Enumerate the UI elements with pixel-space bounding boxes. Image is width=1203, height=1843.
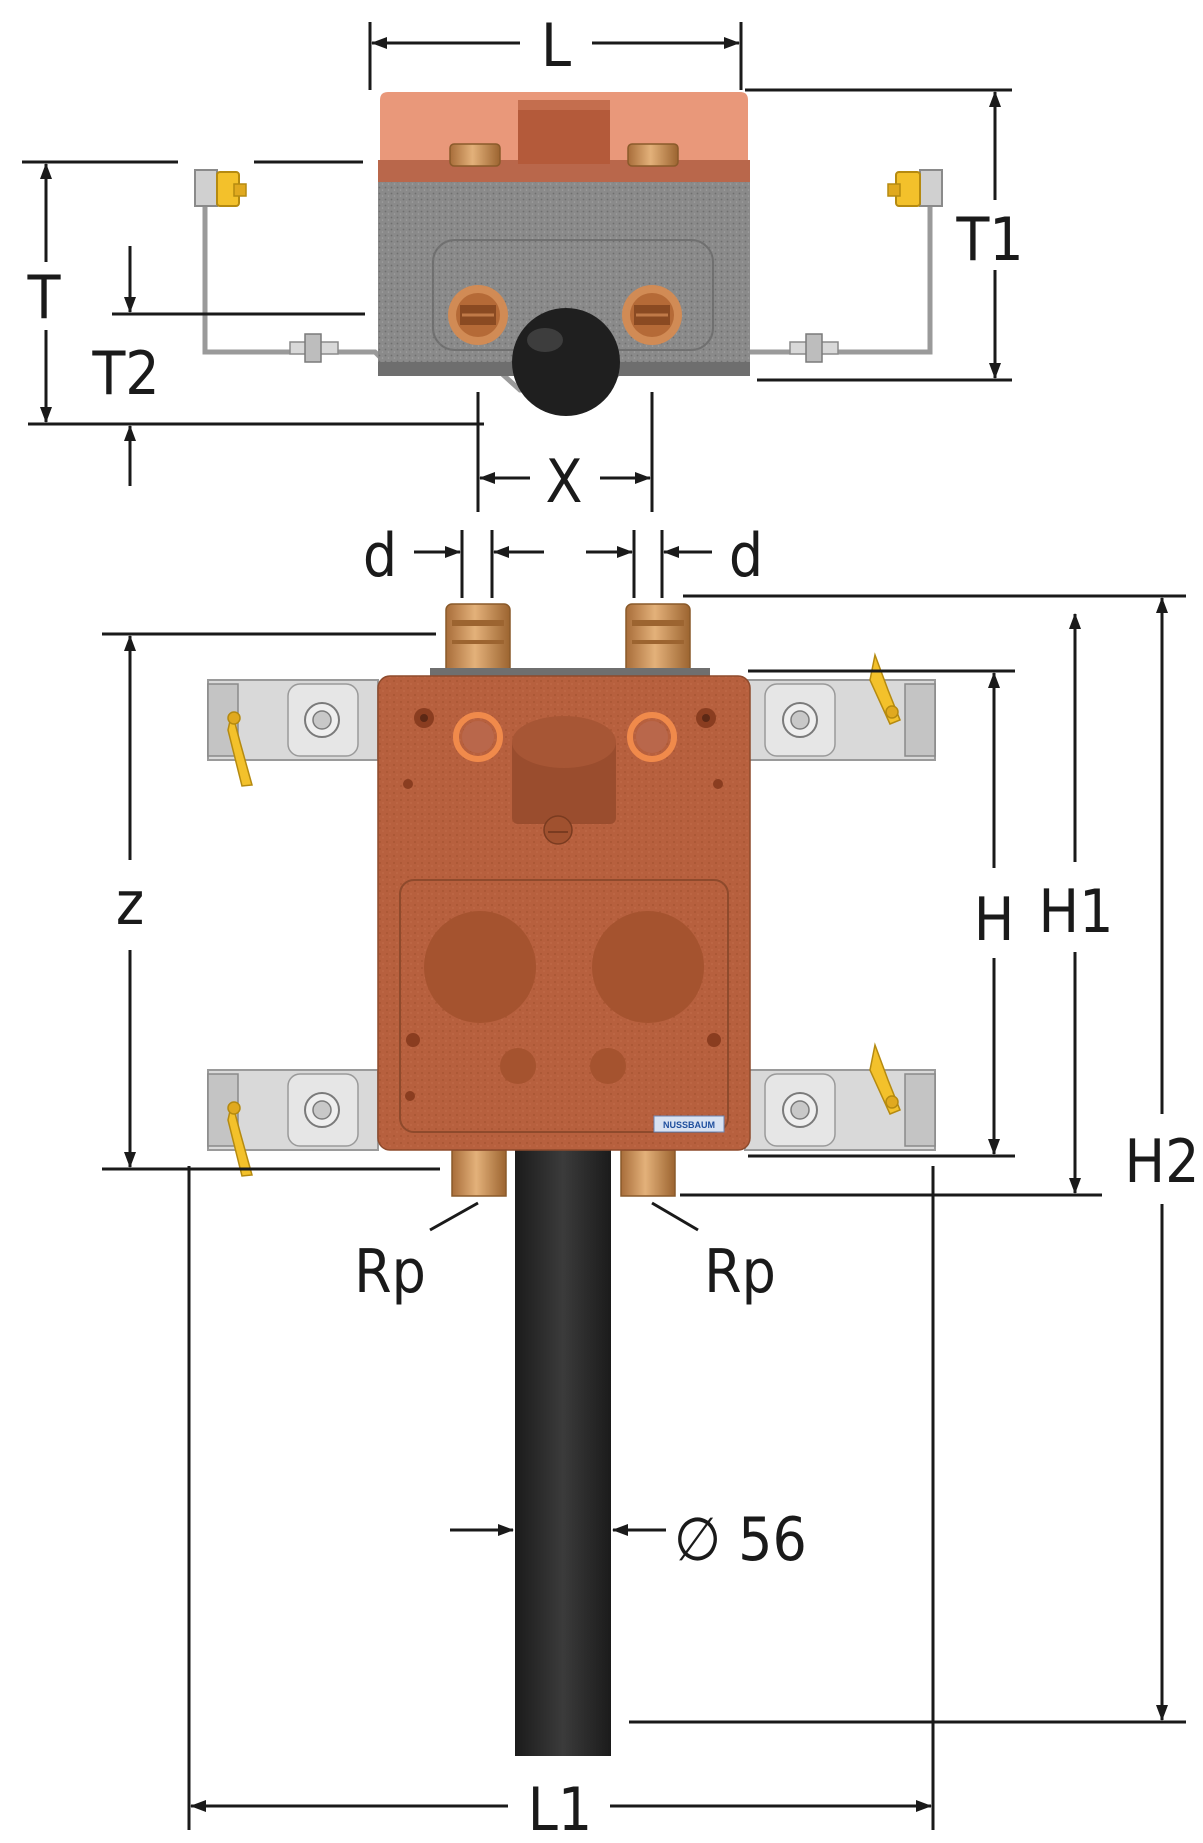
top-right-bracket (919, 169, 943, 207)
top-right-screw (789, 333, 839, 363)
bracket-bottom-left (207, 1069, 379, 1177)
label-H1: H1 (1039, 877, 1114, 947)
label-z: z (116, 869, 144, 939)
top-left-connection (448, 285, 508, 345)
connection-bottom-right-rp (620, 1149, 676, 1197)
top-left-screw (289, 333, 339, 363)
knockout-small-left (500, 1048, 536, 1084)
label-Rp-right: Rp (704, 1237, 776, 1307)
label-Rp-left: Rp (354, 1237, 426, 1307)
top-left-stub (449, 143, 501, 167)
label-d-left: d (363, 521, 397, 591)
label-H: H (974, 885, 1015, 955)
label-L: L (541, 11, 571, 81)
label-T2: T2 (91, 339, 159, 409)
label-T1: T1 (955, 205, 1023, 275)
ring-top-left (453, 712, 503, 762)
knockout-small-right (590, 1048, 626, 1084)
top-drain-pipe (512, 308, 620, 416)
box-lower-panel (399, 879, 729, 1133)
front-view: NUSSBAUM (207, 603, 936, 1756)
ring-top-right (627, 712, 677, 762)
installation-box (377, 675, 751, 1151)
dimension-labels: L T1 T T2 X d d z H H1 H2 Rp Rp ∅ 56 L1 (27, 11, 1200, 1843)
connection-bottom-left-rp (451, 1149, 507, 1197)
label-diameter: ∅ 56 (674, 1505, 807, 1575)
label-d-right: d (729, 521, 763, 591)
drain-pipe (515, 1150, 611, 1756)
knockout-large-right (592, 911, 704, 1023)
top-right-connection (622, 285, 682, 345)
knockout-large-left (424, 911, 536, 1023)
top-dimensions (22, 22, 1012, 512)
bracket-top-left (207, 679, 379, 787)
top-right-stub (627, 143, 679, 167)
top-socket (518, 100, 610, 164)
top-view (194, 92, 943, 416)
top-left-bracket (194, 169, 218, 207)
label-T: T (27, 263, 62, 333)
front-dimensions (102, 530, 1186, 1830)
bracket-top-right (744, 652, 936, 761)
label-X: X (546, 447, 583, 517)
brand-label (653, 1115, 725, 1133)
label-L1: L1 (528, 1775, 592, 1838)
bracket-bottom-right (744, 1042, 936, 1151)
label-H2: H2 (1125, 1127, 1200, 1197)
brand-label-text: NUSSBAUM (663, 1120, 715, 1130)
connection-top-right (625, 603, 691, 675)
connection-top-left (445, 603, 511, 675)
